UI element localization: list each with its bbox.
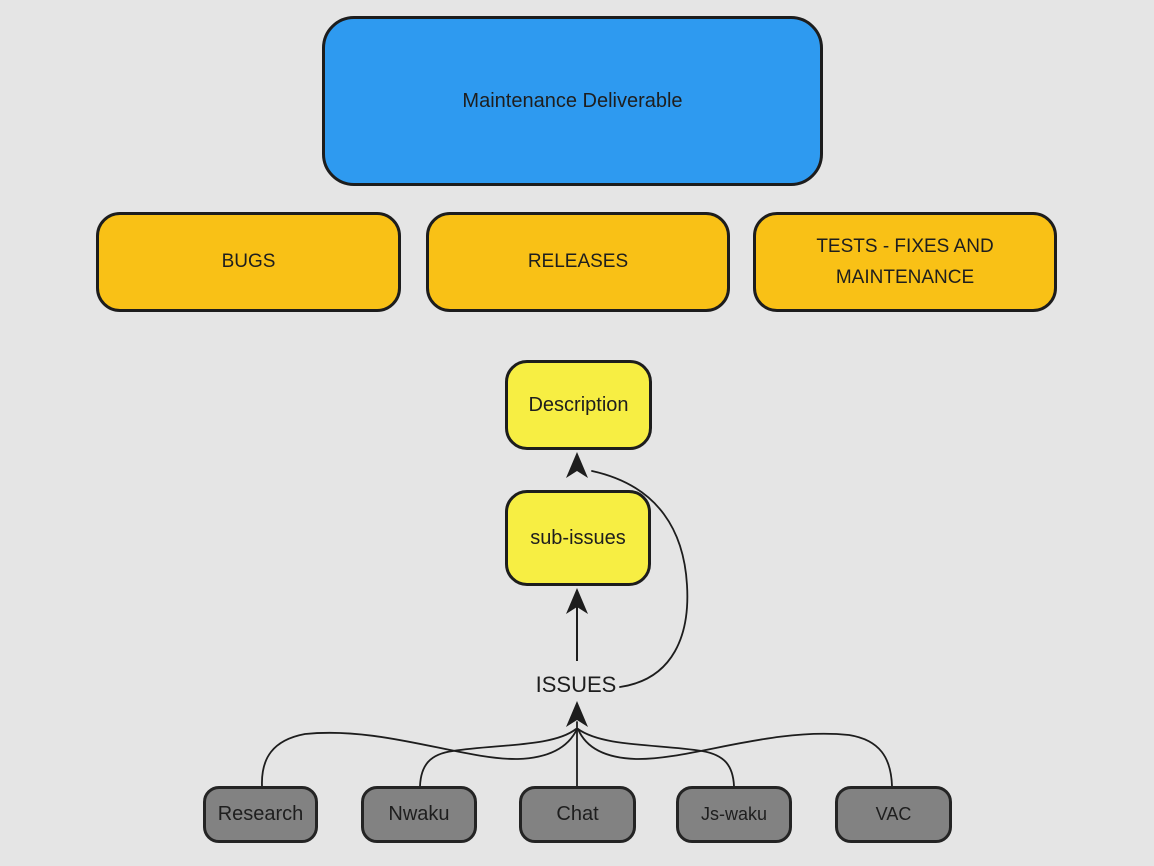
edge-vac-to-issues[interactable] — [577, 728, 893, 787]
arrowhead-issues — [566, 701, 588, 727]
edge-issues-to-description[interactable] — [591, 470, 689, 688]
node-research-label: Research — [217, 803, 304, 825]
node-description-label: Description — [528, 393, 629, 416]
node-nwaku-label: Nwaku — [388, 803, 450, 825]
label-issues-text: ISSUES — [535, 672, 617, 697]
node-tests-fixes-maintenance-label: TESTS - FIXES AND MAINTENANCE — [816, 235, 994, 288]
node-description[interactable]: Description — [505, 360, 652, 450]
node-chat-label: Chat — [556, 803, 599, 825]
node-tests-fixes-maintenance[interactable]: TESTS - FIXES AND MAINTENANCE — [753, 212, 1057, 312]
label-issues[interactable]: ISSUES — [506, 670, 646, 700]
node-releases-label: RELEASES — [527, 251, 629, 273]
node-sub-issues-label: sub-issues — [530, 526, 626, 549]
node-js-waku[interactable]: Js-waku — [676, 786, 792, 843]
node-chat[interactable]: Chat — [519, 786, 636, 843]
edge-nwaku-to-issues[interactable] — [419, 728, 577, 787]
node-releases[interactable]: RELEASES — [426, 212, 730, 312]
node-maintenance-deliverable-label: Maintenance Deliverable — [462, 89, 683, 112]
arrowhead-subissues — [566, 588, 588, 614]
arrowhead-description — [566, 452, 588, 478]
node-js-waku-label: Js-waku — [700, 804, 767, 824]
node-research[interactable]: Research — [203, 786, 318, 843]
node-vac[interactable]: VAC — [835, 786, 952, 843]
edge-research-to-issues[interactable] — [261, 728, 578, 787]
node-maintenance-deliverable[interactable]: Maintenance Deliverable — [322, 16, 823, 186]
node-nwaku[interactable]: Nwaku — [361, 786, 477, 843]
node-vac-label: VAC — [875, 804, 912, 824]
node-bugs[interactable]: BUGS — [96, 212, 401, 312]
node-bugs-label: BUGS — [221, 251, 276, 273]
edge-jswaku-to-issues[interactable] — [577, 728, 735, 787]
node-sub-issues[interactable]: sub-issues — [505, 490, 651, 586]
